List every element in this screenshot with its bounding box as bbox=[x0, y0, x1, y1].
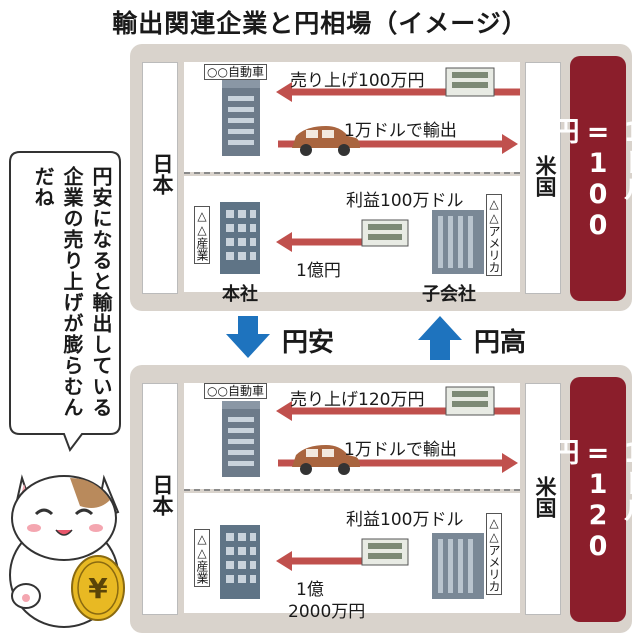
subsidiary-sign: △△アメリカ bbox=[486, 513, 502, 595]
page-title: 輸出関連企業と円相場（イメージ） bbox=[112, 9, 528, 38]
export-label: 1万ドルで輸出 bbox=[344, 121, 457, 141]
bottom-panel-graphics bbox=[220, 386, 520, 599]
usa-box: 米国 bbox=[525, 62, 561, 294]
top-panel-graphics bbox=[220, 67, 520, 274]
parent-company-building-icon bbox=[220, 202, 260, 274]
section-divider bbox=[184, 172, 520, 174]
money-stack-icon bbox=[445, 386, 495, 416]
yen-strong-label: 円高 bbox=[474, 328, 527, 358]
subsidiary-building-icon bbox=[432, 533, 484, 599]
svg-text:¥: ¥ bbox=[88, 572, 108, 605]
sales-label: 売り上げ100万円 bbox=[290, 71, 425, 91]
usa-label: 米国 bbox=[533, 476, 557, 518]
panel-rate-100: 日本 米国 1ドル=100円 bbox=[130, 44, 640, 311]
received-yen-label: 1億 bbox=[296, 580, 324, 600]
subsidiary-label: 子会社 bbox=[422, 284, 476, 305]
usa-box: 米国 bbox=[525, 383, 561, 615]
automaker-building-icon bbox=[222, 401, 260, 477]
received-yen-label: 1億円 bbox=[296, 261, 341, 281]
speech-bubble bbox=[9, 151, 121, 453]
export-label: 1万ドルで輸出 bbox=[344, 440, 457, 460]
profit-label: 利益100万ドル bbox=[346, 510, 464, 530]
exchange-rate-badge: 1ドル=120円 bbox=[548, 377, 640, 622]
arrow-down-icon bbox=[226, 316, 270, 358]
profit-label: 利益100万ドル bbox=[346, 191, 464, 211]
received-yen-label-line2: 2000万円 bbox=[288, 602, 366, 622]
section-divider bbox=[184, 489, 520, 491]
parent-company-sign: △△産業 bbox=[194, 206, 210, 264]
automaker-building-icon bbox=[222, 80, 260, 156]
usa-label: 米国 bbox=[533, 155, 557, 197]
panel-rate-120: 日本 米国 1ドル=120円 bbox=[130, 365, 640, 633]
japan-label: 日本 bbox=[150, 474, 174, 516]
automaker-sign: ○○自動車 bbox=[204, 64, 267, 80]
speech-bubble-text: 円安になると輸出している企業の売り上げが膨らむんだね bbox=[31, 166, 113, 418]
lucky-cat-icon bbox=[9, 474, 120, 628]
car-icon bbox=[292, 126, 360, 156]
sales-label: 売り上げ120万円 bbox=[290, 390, 425, 410]
subsidiary-building-icon bbox=[432, 210, 484, 274]
money-stack-icon bbox=[361, 219, 409, 247]
automaker-sign: ○○自動車 bbox=[204, 383, 267, 399]
money-stack-icon bbox=[361, 538, 409, 566]
japan-label: 日本 bbox=[150, 153, 174, 195]
japan-box: 日本 bbox=[142, 62, 178, 294]
parent-company-building-icon bbox=[220, 525, 260, 599]
car-icon bbox=[292, 445, 360, 475]
yen-weak-label: 円安 bbox=[282, 328, 335, 358]
arrow-up-icon bbox=[418, 316, 462, 360]
money-stack-icon bbox=[445, 67, 495, 97]
exchange-rate-text: 1ドル=120円 bbox=[547, 437, 640, 562]
exchange-rate-badge: 1ドル=100円 bbox=[548, 56, 640, 301]
japan-box: 日本 bbox=[142, 383, 178, 615]
yen-coin-icon: ¥ bbox=[71, 555, 125, 621]
subsidiary-sign: △△アメリカ bbox=[486, 194, 502, 276]
head-office-label: 本社 bbox=[222, 284, 258, 305]
parent-company-sign: △△産業 bbox=[194, 529, 210, 587]
exchange-rate-text: 1ドル=100円 bbox=[547, 116, 640, 241]
